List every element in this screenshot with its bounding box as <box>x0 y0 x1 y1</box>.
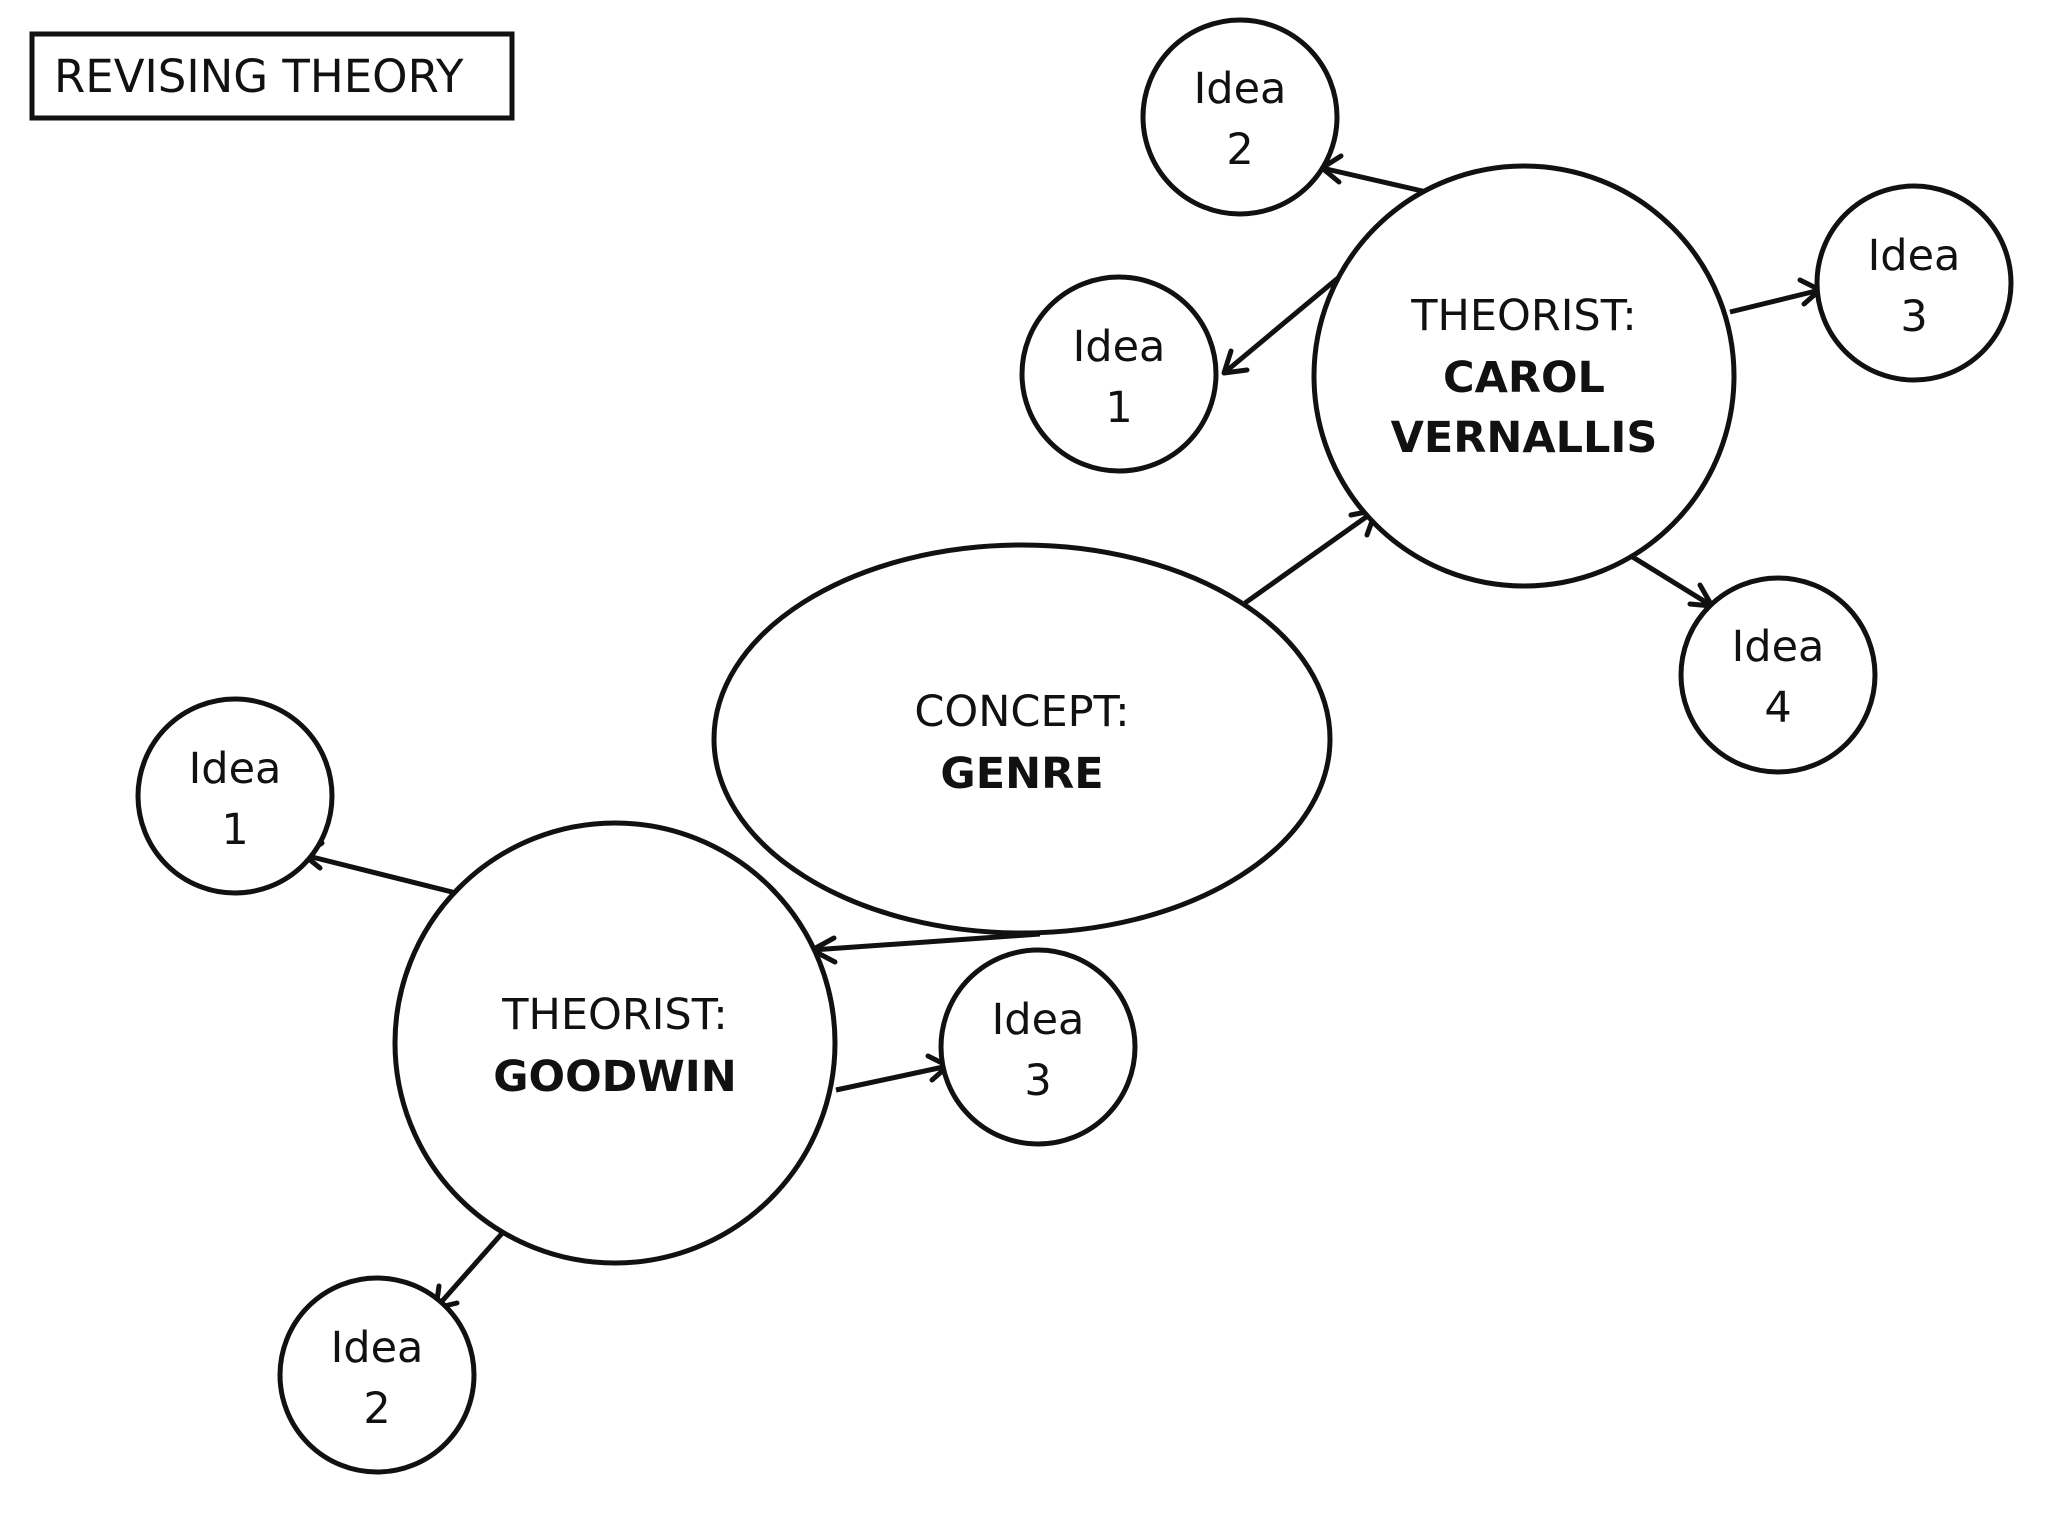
concept-name: GENRE <box>940 749 1103 799</box>
v-idea2-line1: Idea <box>1194 64 1287 114</box>
title-text: REVISING THEORY <box>54 50 464 103</box>
g-idea2-line2: 2 <box>363 1384 390 1434</box>
v-idea3-line2: 3 <box>1900 292 1927 342</box>
edge-vernallis-to-v-idea3 <box>1729 287 1821 315</box>
edge-concept-to-vernallis <box>1243 507 1378 606</box>
g-idea1-line1: Idea <box>189 744 282 794</box>
v-idea4-line1: Idea <box>1732 622 1825 672</box>
concept-label: CONCEPT: <box>914 687 1129 737</box>
edge-concept-to-goodwin <box>811 931 1041 953</box>
node-vernallis-idea-3: Idea 3 <box>1814 183 2014 383</box>
node-vernallis-idea-1: Idea 1 <box>1019 274 1219 474</box>
vernallis-name-line2: VERNALLIS <box>1391 413 1658 463</box>
edge-goodwin-to-g-idea3 <box>835 1063 949 1093</box>
goodwin-label: THEORIST: <box>501 990 728 1040</box>
title-box: REVISING THEORY <box>29 31 515 121</box>
node-theorist-vernallis: THEORIST: CAROL VERNALLIS <box>1311 163 1737 589</box>
v-idea2-line2: 2 <box>1226 125 1253 175</box>
node-theorist-goodwin: THEORIST: GOODWIN <box>392 820 838 1266</box>
node-goodwin-idea-1: Idea 1 <box>135 696 335 896</box>
v-idea3-line1: Idea <box>1868 231 1961 281</box>
g-idea3-line2: 3 <box>1024 1056 1051 1106</box>
g-idea1-line2: 1 <box>221 805 248 855</box>
v-idea1-line1: Idea <box>1073 322 1166 372</box>
node-goodwin-idea-2: Idea 2 <box>277 1275 477 1475</box>
arrowhead-v-idea1 <box>1221 348 1250 376</box>
v-idea1-line2: 1 <box>1105 383 1132 433</box>
g-idea2-line1: Idea <box>331 1323 424 1373</box>
v-idea4-line2: 4 <box>1764 683 1791 733</box>
node-vernallis-idea-4: Idea 4 <box>1678 575 1878 775</box>
node-layer: CONCEPT: GENRE THEORIST: CAROL VERNALLIS… <box>135 17 2014 1475</box>
vernallis-name-line1: CAROL <box>1443 353 1605 403</box>
g-idea3-line1: Idea <box>992 995 1085 1045</box>
edge-goodwin-to-g-idea2 <box>434 1228 507 1310</box>
edge-goodwin-to-g-idea1 <box>303 852 457 896</box>
vernallis-label: THEORIST: <box>1410 291 1637 341</box>
node-concept-genre: CONCEPT: GENRE <box>711 542 1333 936</box>
goodwin-name: GOODWIN <box>493 1052 737 1102</box>
node-vernallis-idea-2: Idea 2 <box>1140 17 1340 217</box>
node-goodwin-idea-3: Idea 3 <box>938 947 1138 1147</box>
